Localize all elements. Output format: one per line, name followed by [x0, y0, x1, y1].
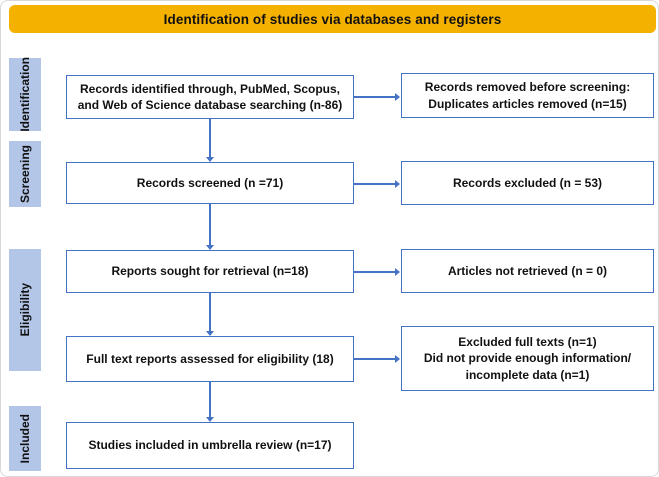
stage-eligibility-label: Eligibility [18, 283, 32, 337]
box-records-identified: Records identified through, PubMed, Scop… [66, 75, 354, 119]
arrow-sought-to-notretrieved [354, 267, 400, 276]
arrowhead-right-icon [395, 267, 400, 276]
stage-identification: Identification [9, 57, 41, 132]
box-fulltext-assessed: Full text reports assessed for eligibili… [66, 336, 354, 382]
arrow-assessed-to-included [205, 382, 214, 422]
box-records-removed: Records removed before screening: Duplic… [401, 73, 654, 118]
stage-eligibility: Eligibility [9, 249, 41, 371]
box-records-excluded: Records excluded (n = 53) [401, 161, 654, 205]
arrowhead-down-icon [205, 331, 214, 336]
arrowhead-right-icon [395, 92, 400, 101]
diagram-title-bar: Identification of studies via databases … [9, 5, 656, 33]
stage-screening-label: Screening [18, 144, 32, 204]
arrow-assessed-to-excludedfull [354, 354, 400, 363]
stage-identification-label: Identification [18, 57, 32, 132]
box-excluded-fulltext: Excluded full texts (n=1) Did not provid… [401, 326, 654, 391]
arrow-screened-to-sought [205, 204, 214, 250]
arrow-identified-to-removed [354, 92, 400, 101]
arrowhead-down-icon [205, 245, 214, 250]
box-studies-included: Studies included in umbrella review (n=1… [66, 422, 354, 469]
box-reports-sought: Reports sought for retrieval (n=18) [66, 250, 354, 293]
arrowhead-down-icon [205, 417, 214, 422]
arrow-sought-to-assessed [205, 293, 214, 336]
diagram-title: Identification of studies via databases … [163, 11, 502, 27]
stage-included-label: Included [18, 413, 32, 464]
arrow-identified-to-screened [205, 119, 214, 162]
stage-screening: Screening [9, 141, 41, 207]
arrowhead-right-icon [395, 354, 400, 363]
arrowhead-right-icon [395, 179, 400, 188]
stage-included: Included [9, 406, 41, 471]
box-records-screened: Records screened (n =71) [66, 162, 354, 204]
arrowhead-down-icon [205, 157, 214, 162]
box-articles-not-retrieved: Articles not retrieved (n = 0) [401, 249, 654, 293]
arrow-screened-to-excluded [354, 179, 400, 188]
